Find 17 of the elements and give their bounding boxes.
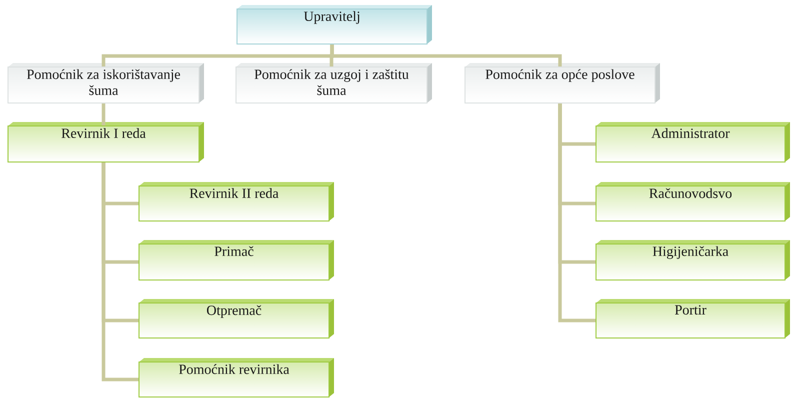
- position-box: Pomoćnik za iskorištavanje šuma: [8, 63, 204, 104]
- position-box: Otpremač: [138, 299, 334, 338]
- connector-line: [330, 44, 562, 66]
- position-box: Pomoćnik za opće poslove: [464, 63, 660, 104]
- position-box: Pomoćnik za uzgoj i zaštitu šuma: [236, 63, 432, 104]
- connector-line: [558, 104, 596, 322]
- position-box: Administrator: [596, 122, 790, 162]
- position-box: Upravitelj: [236, 5, 432, 44]
- position-box: Pomoćnik revirnika: [138, 358, 334, 398]
- position-box: Revirnik II reda: [138, 182, 334, 222]
- position-box: Primač: [138, 240, 334, 280]
- position-box: Higijeničarka: [596, 240, 790, 280]
- position-box: Računovodsvo: [596, 182, 790, 222]
- position-box: Revirnik I reda: [8, 122, 204, 162]
- position-box: Portir: [596, 299, 790, 338]
- connector-line: [102, 104, 106, 126]
- connector-line: [102, 162, 138, 382]
